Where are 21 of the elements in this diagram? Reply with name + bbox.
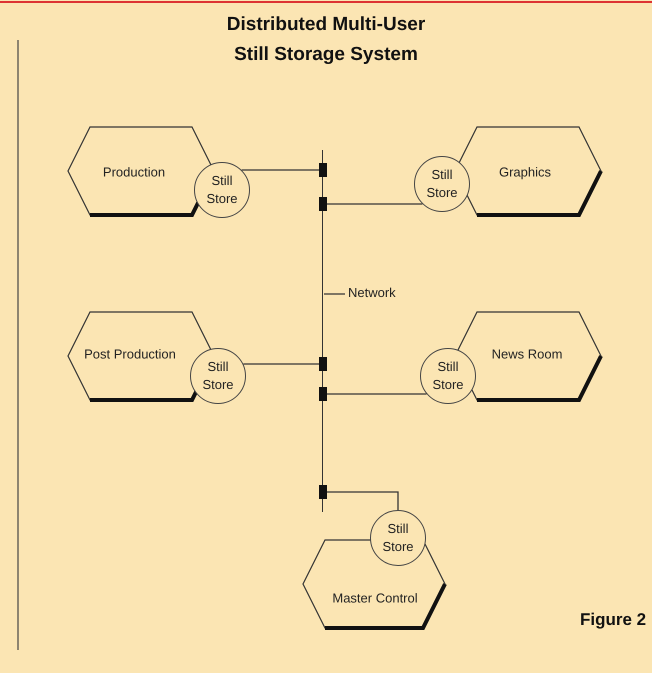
node-label: Post Production	[84, 346, 176, 362]
node-label: Production	[102, 164, 166, 180]
still-store-circle: Still Store	[194, 162, 250, 218]
node-label: News Room	[492, 346, 562, 362]
still-store-circle: Still Store	[190, 348, 246, 404]
network-connection	[319, 197, 422, 211]
diagram-title: Distributed Multi-User Still Storage System	[226, 13, 426, 67]
still-store-circle: Still Store	[420, 348, 476, 404]
network-connection	[319, 387, 427, 401]
node-label: Graphics	[498, 164, 552, 180]
still-store-circle: Still Store	[370, 510, 426, 566]
hexagon-node	[303, 540, 445, 628]
still-store-circle: Still Store	[414, 156, 470, 212]
node-label: Master Control	[332, 590, 418, 606]
leader-line	[324, 293, 345, 295]
network-connection	[242, 163, 327, 177]
network-connection	[319, 485, 399, 510]
network-connection	[243, 357, 327, 371]
figure-label: Figure 2	[580, 610, 646, 630]
network-label: Network	[348, 285, 396, 303]
network-bus-line	[322, 150, 324, 512]
